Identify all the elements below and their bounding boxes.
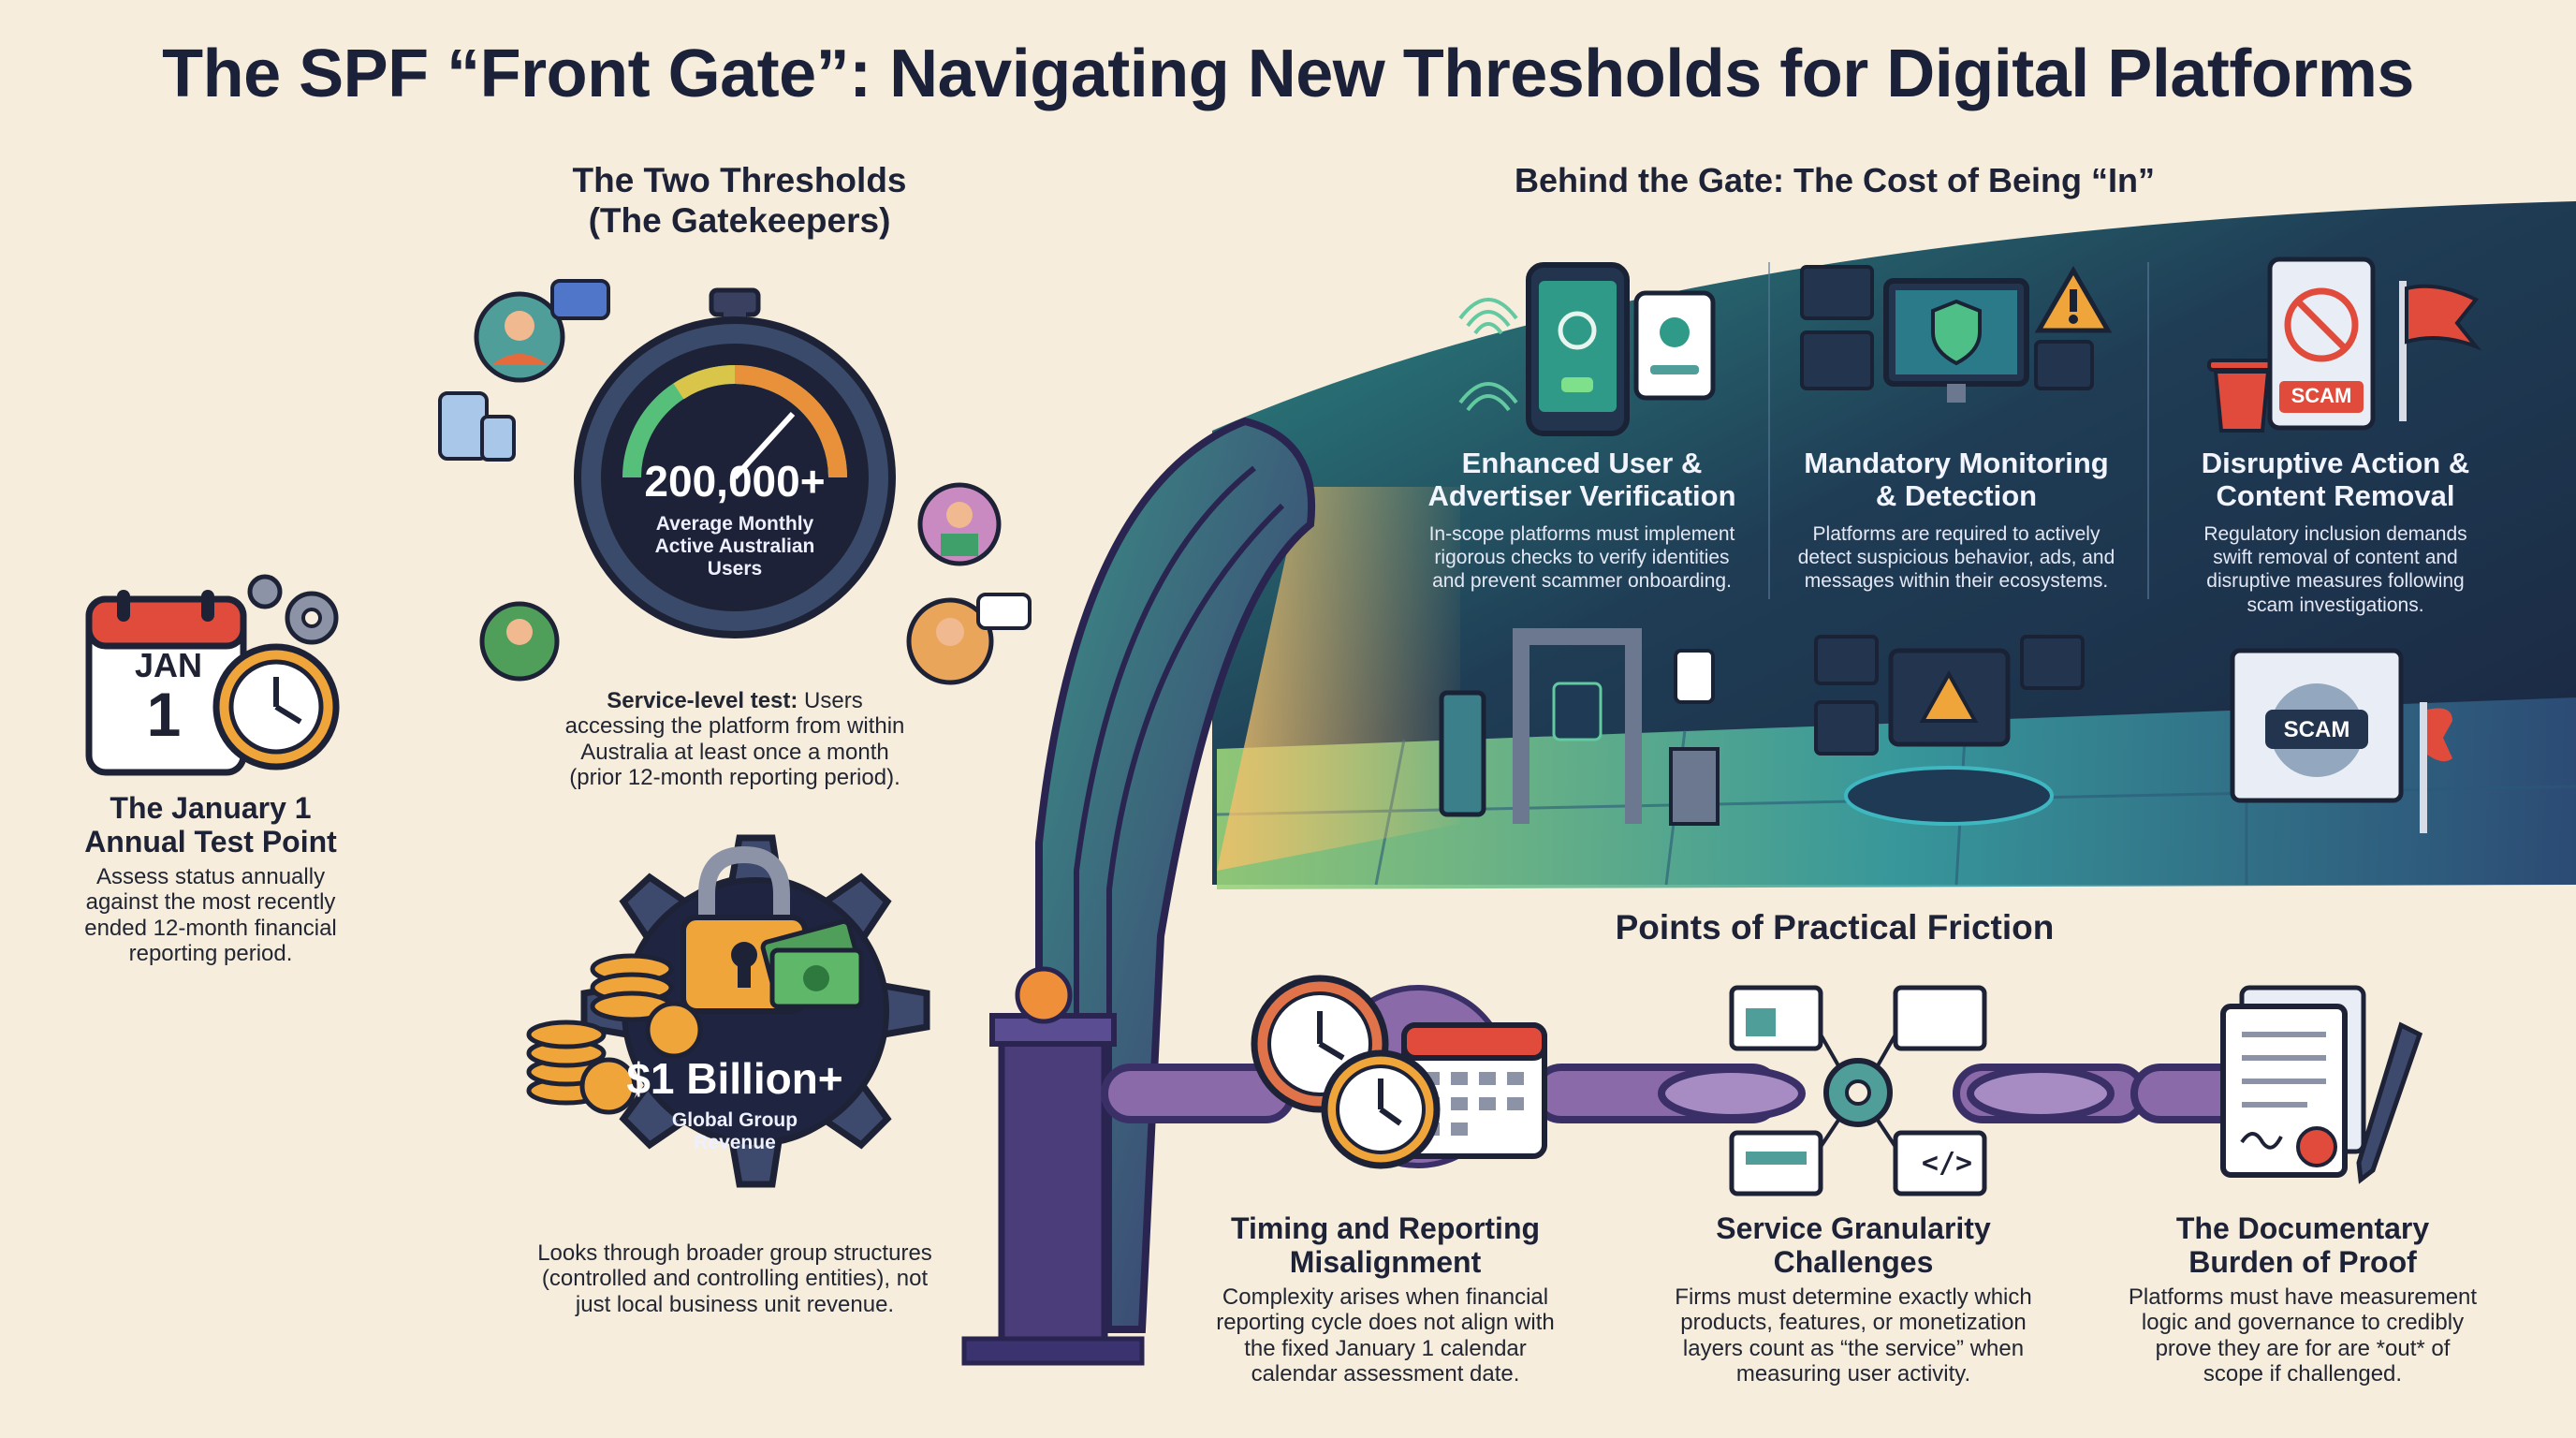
page-title: The SPF “Front Gate”: Navigating New Thr…	[162, 37, 2414, 111]
removal-desc: Regulatory inclusion demands swift remov…	[2203, 523, 2467, 616]
monitoring-desc: Platforms are required to actively detec…	[1797, 523, 2115, 593]
calendar-day: 1	[146, 680, 182, 749]
scam-label-top: SCAM	[2291, 384, 2352, 407]
burden-of-proof-desc: Platforms must have measurement logic an…	[2128, 1284, 2478, 1387]
behind-gate-heading: Behind the Gate: The Cost of Being “In”	[1515, 161, 2155, 199]
document-icon	[2220, 985, 2366, 1178]
scam-label-bottom: SCAM	[2283, 717, 2350, 742]
revenue-threshold-desc: Looks through broader group structures (…	[537, 1240, 932, 1317]
service-granularity-icons	[1729, 985, 1987, 1196]
fingerprint-icon	[1458, 298, 1518, 412]
flag-icon	[2399, 281, 2482, 421]
revenue-threshold-value: $1 Billion+	[626, 1054, 843, 1103]
calendar-icon	[85, 590, 247, 776]
gear-icon	[247, 574, 339, 645]
thresholds-heading: The Two Thresholds (The Gatekeepers)	[572, 161, 907, 240]
test-point-heading: The January 1 Annual Test Point	[84, 791, 337, 858]
security-scanner-icon	[1439, 628, 1720, 826]
scam-screen-icon	[2230, 648, 2452, 833]
service-granularity-desc: Firms must determine exactly which produ…	[1675, 1284, 2032, 1387]
monitoring-station-icon	[1814, 635, 2085, 826]
coins-icon	[526, 953, 703, 1115]
cash-icon	[760, 918, 864, 1009]
friction-heading: Points of Practical Friction	[1615, 908, 2055, 946]
verification-title: Enhanced User & Advertiser Verification	[1427, 447, 1736, 512]
phone-icon	[1526, 262, 1630, 436]
id-card-icon	[1633, 290, 1716, 401]
warning-icon	[2034, 266, 2113, 333]
timing-title: Timing and Reporting Misalignment	[1230, 1211, 1541, 1279]
calendar-month: JAN	[134, 646, 203, 684]
clock-icon	[212, 643, 340, 770]
gate-knob	[1015, 966, 1073, 1024]
user-avatar-icons	[438, 279, 1032, 685]
service-granularity-title: Service Granularity Challenges	[1716, 1211, 1991, 1279]
users-threshold-desc: Service-level test: Users accessing the …	[564, 688, 905, 791]
removal-title: Disruptive Action & Content Removal	[2201, 447, 2470, 512]
revenue-threshold-label: Global Group Revenue	[671, 1109, 798, 1154]
timing-icons	[1251, 975, 1547, 1169]
test-point-desc: Assess status annually against the most …	[84, 864, 337, 967]
pen-icon	[2356, 1021, 2423, 1184]
gauge-icon	[574, 287, 896, 638]
verification-desc: In-scope platforms must implement rigoro…	[1428, 523, 1735, 593]
scam-icon	[2267, 257, 2376, 431]
gate-post	[998, 1021, 1108, 1347]
timing-desc: Complexity arises when financial reporti…	[1216, 1284, 1555, 1387]
code-icon: </>	[1921, 1147, 1973, 1180]
monitor-icon	[1800, 265, 2094, 403]
burden-of-proof-title: The Documentary Burden of Proof	[2175, 1211, 2430, 1279]
users-threshold-label: Average Monthly Active Australian Users	[654, 513, 815, 580]
monitoring-title: Mandatory Monitoring & Detection	[1804, 447, 2109, 512]
behind-gate-dividers	[1768, 262, 2149, 599]
users-threshold-value: 200,000+	[644, 457, 826, 506]
